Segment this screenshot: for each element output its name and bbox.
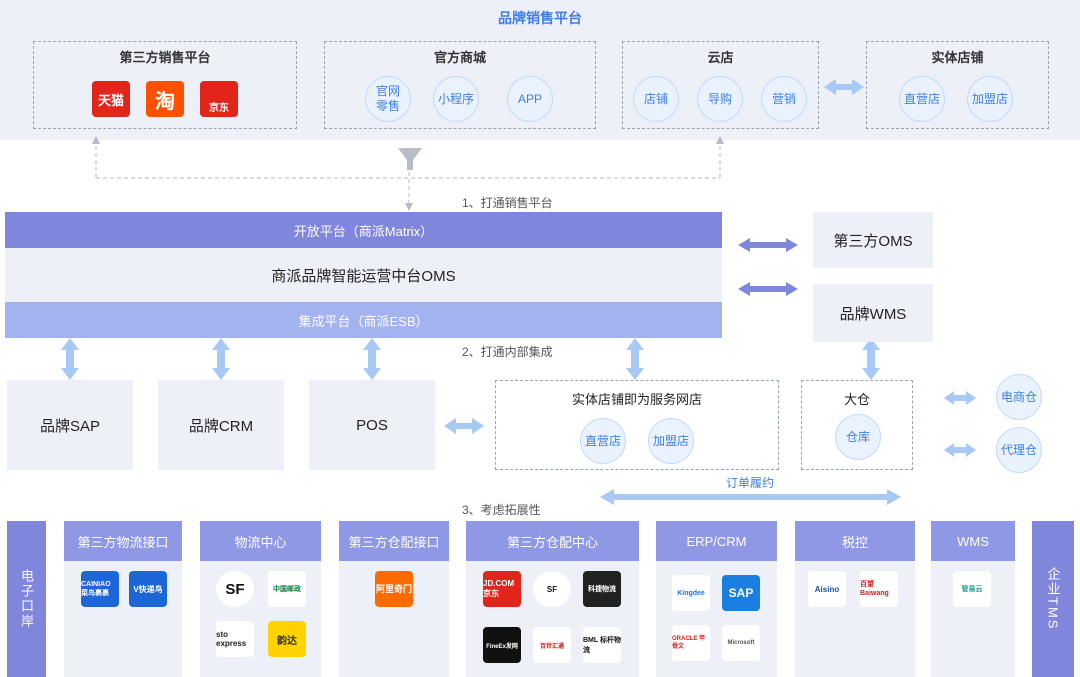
kdniao-logo: V快递鸟: [129, 571, 167, 607]
col-warehouse-center-title: 第三方仓配中心: [466, 521, 639, 561]
col-wms-title: WMS: [931, 521, 1015, 561]
enterprise-tms-label: 企业TMS: [1032, 521, 1074, 677]
shopping-guide-bubble[interactable]: 导购: [697, 76, 743, 122]
sap-logo: SAP: [722, 575, 760, 611]
official-mall-title: 官方商城: [433, 49, 486, 65]
brand-sap-box: 品牌SAP: [7, 380, 133, 470]
taobao-logo: 淘: [146, 81, 184, 117]
col-warehouse-api-title: 第三方仓配接口: [339, 521, 449, 561]
best-express-logo: 百世汇通: [533, 627, 571, 663]
third-party-oms-box: 第三方OMS: [813, 212, 933, 268]
main-warehouse-title: 大仓: [843, 391, 870, 407]
bml-logo: BML 标杆物流: [583, 627, 621, 663]
sto-logo: sto express: [216, 621, 254, 657]
main-warehouse-group: [801, 380, 913, 470]
col-logistics-api-title: 第三方物流接口: [64, 521, 182, 561]
store-bubble[interactable]: 店铺: [633, 76, 679, 122]
physical-store-title: 实体店铺: [931, 49, 984, 65]
e-port-label: 电子口岸: [7, 521, 46, 677]
service-direct-store-bubble[interactable]: 直营店: [580, 418, 626, 464]
aisino-logo: Aisino: [808, 571, 846, 607]
physical-store-group: [866, 41, 1049, 129]
ali-qimen-logo: 阿里奇门: [375, 571, 413, 607]
official-mall-group: [324, 41, 596, 129]
brand-wms-box: 品牌WMS: [813, 284, 933, 342]
oracle-logo: ORACLE 甲骨文: [672, 625, 710, 661]
franchise-store-bubble[interactable]: 加盟店: [967, 76, 1013, 122]
step2-label: 2、打通内部集成: [462, 345, 553, 359]
pos-box: POS: [309, 380, 435, 470]
cloud-store-title: 云店: [707, 49, 734, 65]
oms-bar: 商派品牌智能运营中台OMS: [5, 248, 722, 302]
service-franchise-store-bubble[interactable]: 加盟店: [648, 418, 694, 464]
microsoft-logo: Microsoft: [722, 625, 760, 661]
app-bubble[interactable]: APP: [507, 76, 553, 122]
agent-warehouse-bubble[interactable]: 代理仓: [996, 427, 1042, 473]
direct-store-bubble[interactable]: 直营店: [899, 76, 945, 122]
col-logistics-center-title: 物流中心: [200, 521, 321, 561]
order-fulfillment-label: 订单履约: [725, 475, 774, 490]
open-platform-bar: 开放平台（商派Matrix）: [5, 212, 722, 248]
jd-logistics-logo: JD.COM 京东: [483, 571, 521, 607]
service-store-title: 实体店铺即为服务网店: [571, 391, 702, 407]
kejie-logo: 科捷物流: [583, 571, 621, 607]
esb-bar: 集成平台（商派ESB）: [5, 302, 722, 338]
service-store-group: [495, 380, 779, 470]
guanyiyun-logo: 管易云: [953, 571, 991, 607]
ecommerce-warehouse-bubble[interactable]: 电商仓: [996, 374, 1042, 420]
brand-crm-box: 品牌CRM: [158, 380, 284, 470]
mini-program-bubble[interactable]: 小程序: [433, 76, 479, 122]
third-party-sales-group: [33, 41, 297, 129]
col-tax-control-title: 税控: [795, 521, 915, 561]
official-website-retail-bubble[interactable]: 官网 零售: [365, 76, 411, 122]
fineex-logo: FineEx发网: [483, 627, 521, 663]
step3-label: 3、考虑拓展性: [462, 503, 541, 517]
cloud-store-group: [622, 41, 819, 129]
china-post-logo: 中国邮政: [268, 571, 306, 607]
col-erp-crm-title: ERP/CRM: [656, 521, 777, 561]
warehouse-bubble[interactable]: 仓库: [835, 414, 881, 460]
marketing-bubble[interactable]: 营销: [761, 76, 807, 122]
third-party-sales-title: 第三方销售平台: [119, 49, 211, 65]
funnel-icon: [398, 148, 422, 170]
yunda-logo: 韵达: [268, 621, 306, 657]
kingdee-logo: Kingdee: [672, 575, 710, 611]
cainiao-logo: CAINIAO 菜鸟裹裹: [81, 571, 119, 607]
step1-label: 1、打通销售平台: [462, 196, 553, 210]
sales-platform-title: 品牌销售平台: [498, 10, 582, 26]
sf-warehouse-logo: SF: [533, 571, 571, 607]
baiwang-logo: 百望 Baiwang: [860, 571, 898, 607]
tmall-logo: 天猫: [92, 81, 130, 117]
jd-logo: 京东: [200, 81, 238, 117]
sf-logo: SF: [216, 571, 254, 607]
